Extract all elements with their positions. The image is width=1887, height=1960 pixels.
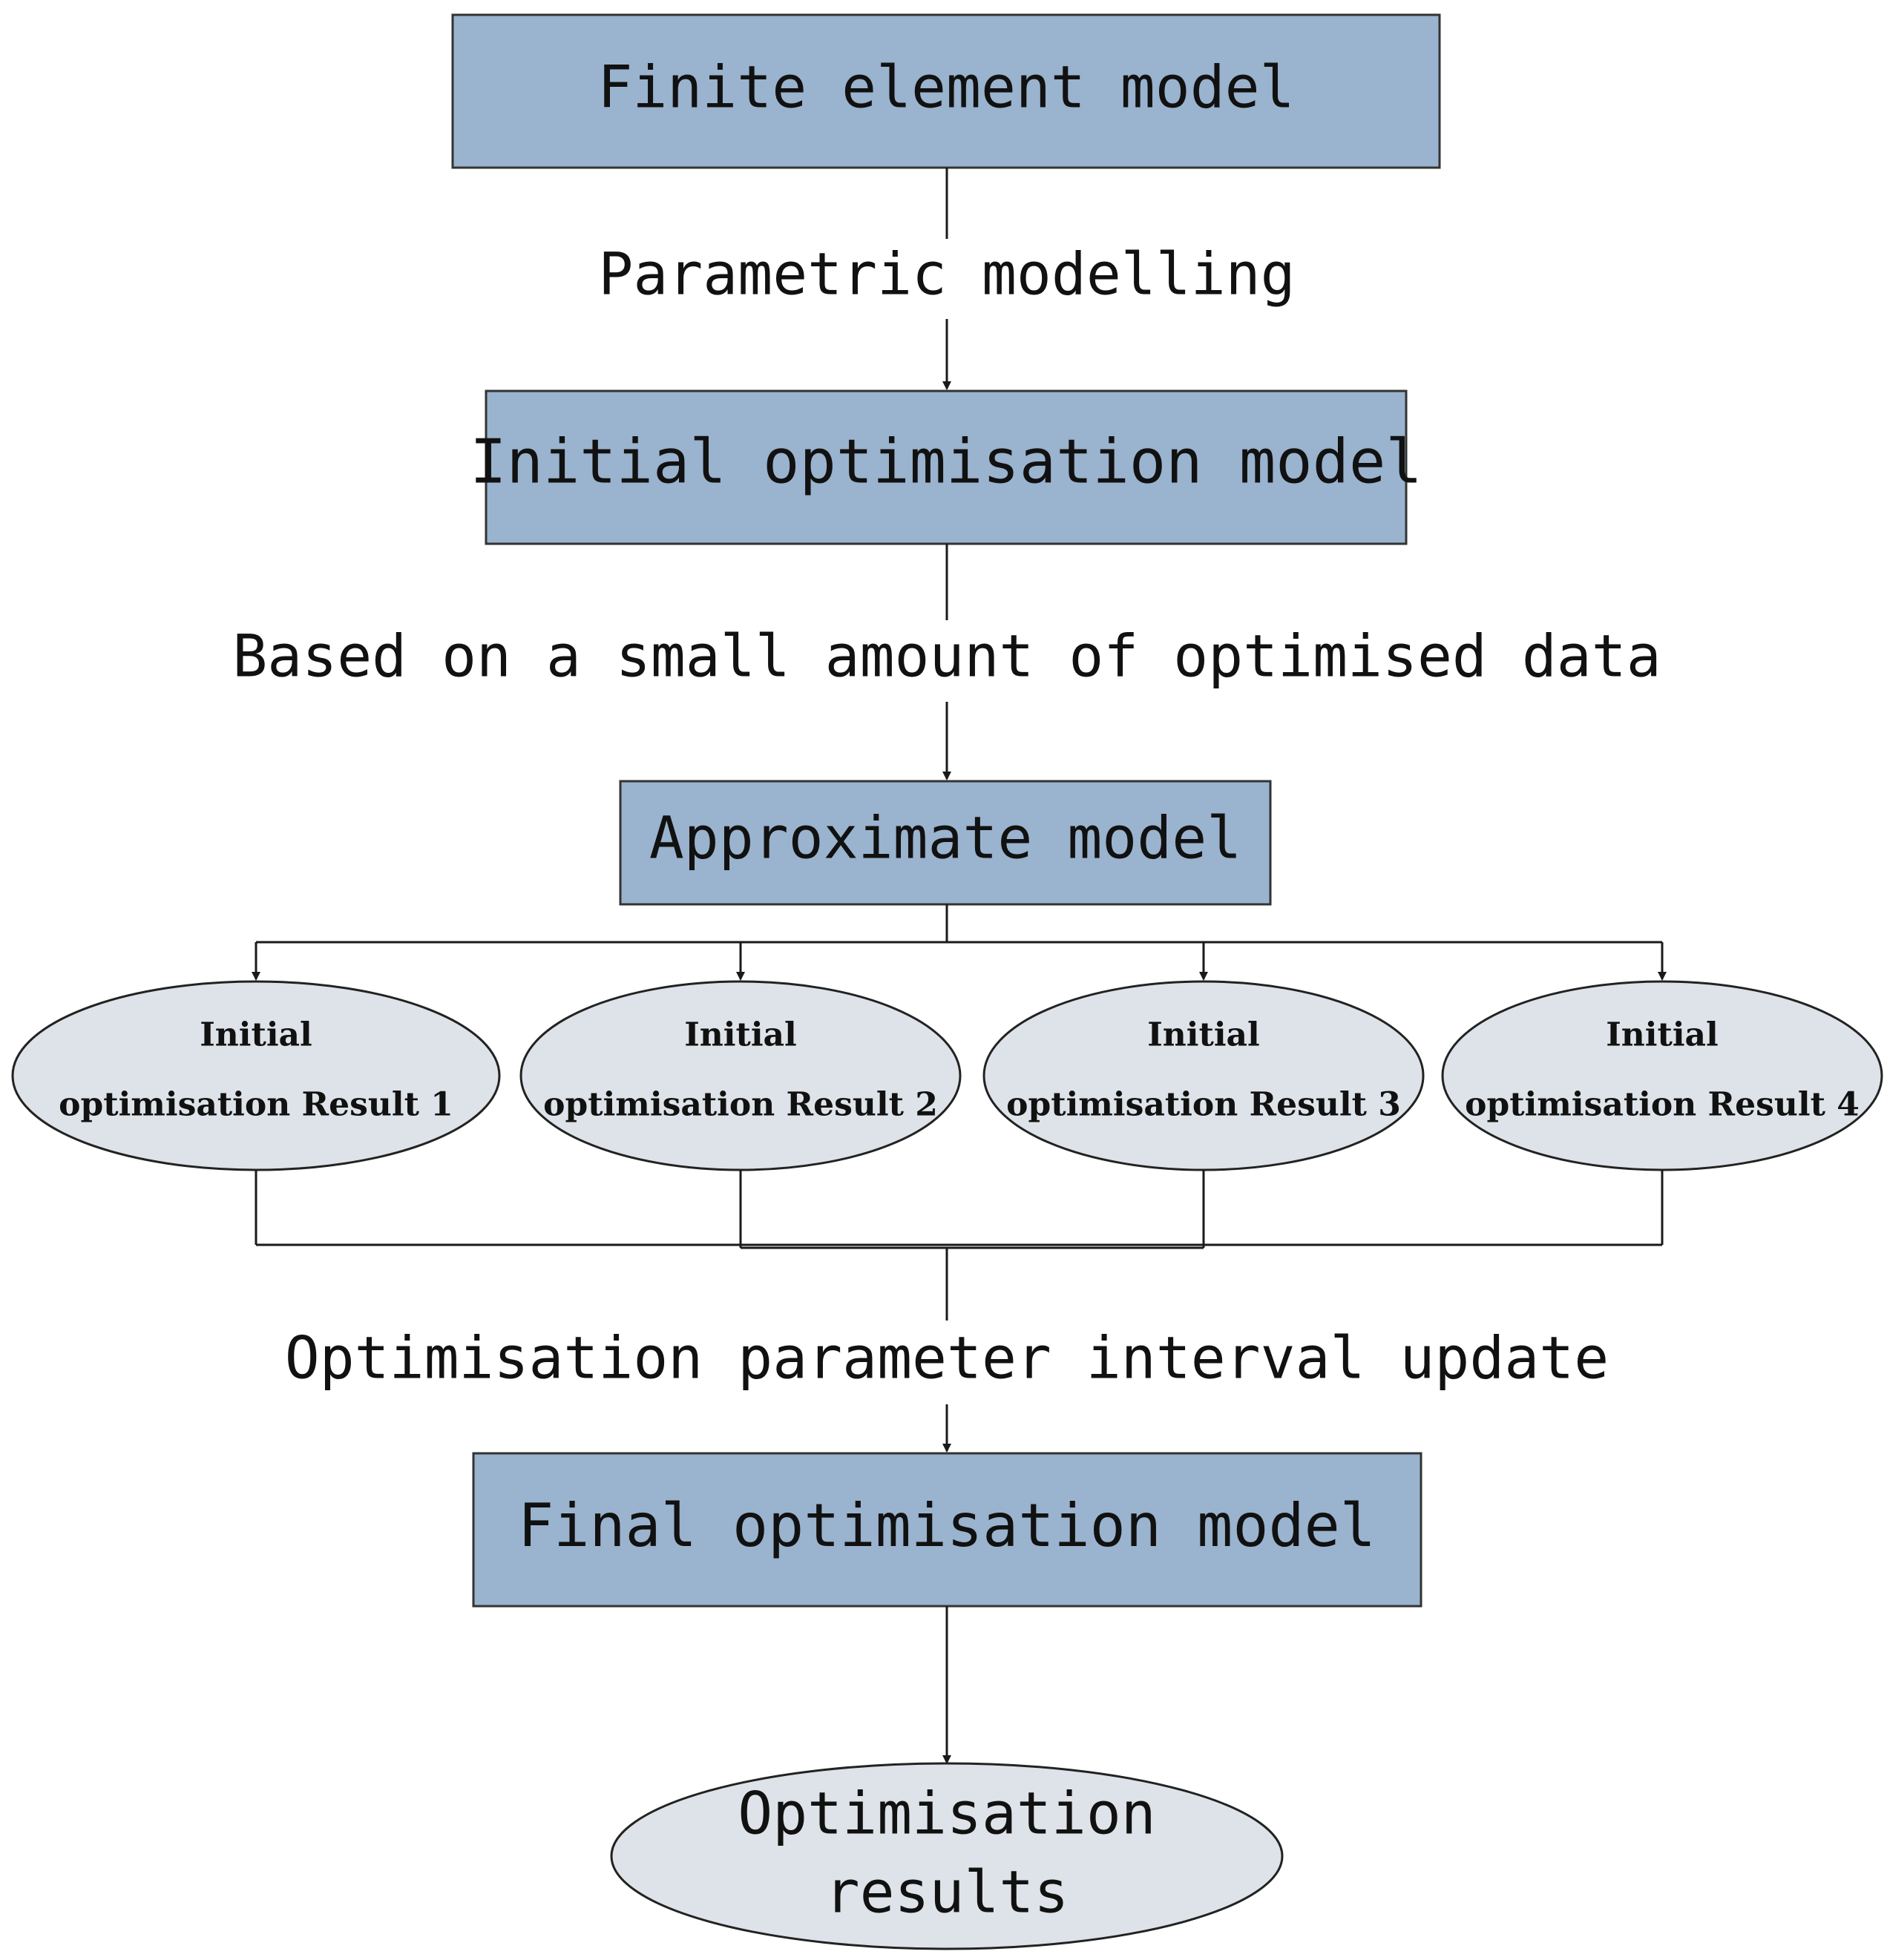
approximate-model-label: Approximate model (649, 805, 1241, 872)
parametric-modelling-label: Parametric modelling (598, 241, 1295, 308)
approximate-model-box (619, 780, 1272, 906)
finite-element-model-box (451, 13, 1441, 169)
initial-optimisation-model-label: Initial optimisation model (470, 427, 1422, 497)
result-ellipse-4: Initial optimisation Result 4 (1441, 980, 1883, 1171)
initial-optimisation-model-box (485, 389, 1408, 545)
optimisation-results-line2: results (825, 1859, 1069, 1926)
result-2-line2: optimisation Result 2 (543, 1086, 938, 1124)
result-4-line1: Initial (1606, 1016, 1719, 1054)
result-ellipse-2: Initial optimisation Result 2 (519, 980, 962, 1171)
result-3-line1: Initial (1147, 1016, 1260, 1054)
result-3-line2: optimisation Result 3 (1006, 1086, 1401, 1124)
optimisation-results-ellipse: Optimisation results (610, 1762, 1284, 1950)
result-ellipse-3: Initial optimisation Result 3 (982, 980, 1425, 1171)
based-on-small-data-label: Based on a small amount of optimised dat… (232, 623, 1661, 690)
result-1-line2: optimisation Result 1 (59, 1086, 453, 1124)
optimisation-results-line1: Optimisation (738, 1780, 1156, 1847)
finite-element-model-label: Finite element model (597, 54, 1294, 121)
interval-update-label: Optimisation parameter interval update (285, 1325, 1609, 1392)
result-4-line2: optimisation Result 4 (1465, 1086, 1860, 1124)
result-ellipse-1: Initial optimisation Result 1 (11, 980, 501, 1171)
final-optimisation-model-label: Final optimisation model (518, 1491, 1376, 1560)
result-2-line1: Initial (684, 1016, 797, 1054)
result-1-line1: Initial (200, 1016, 312, 1054)
final-optimisation-model-box (472, 1452, 1422, 1608)
